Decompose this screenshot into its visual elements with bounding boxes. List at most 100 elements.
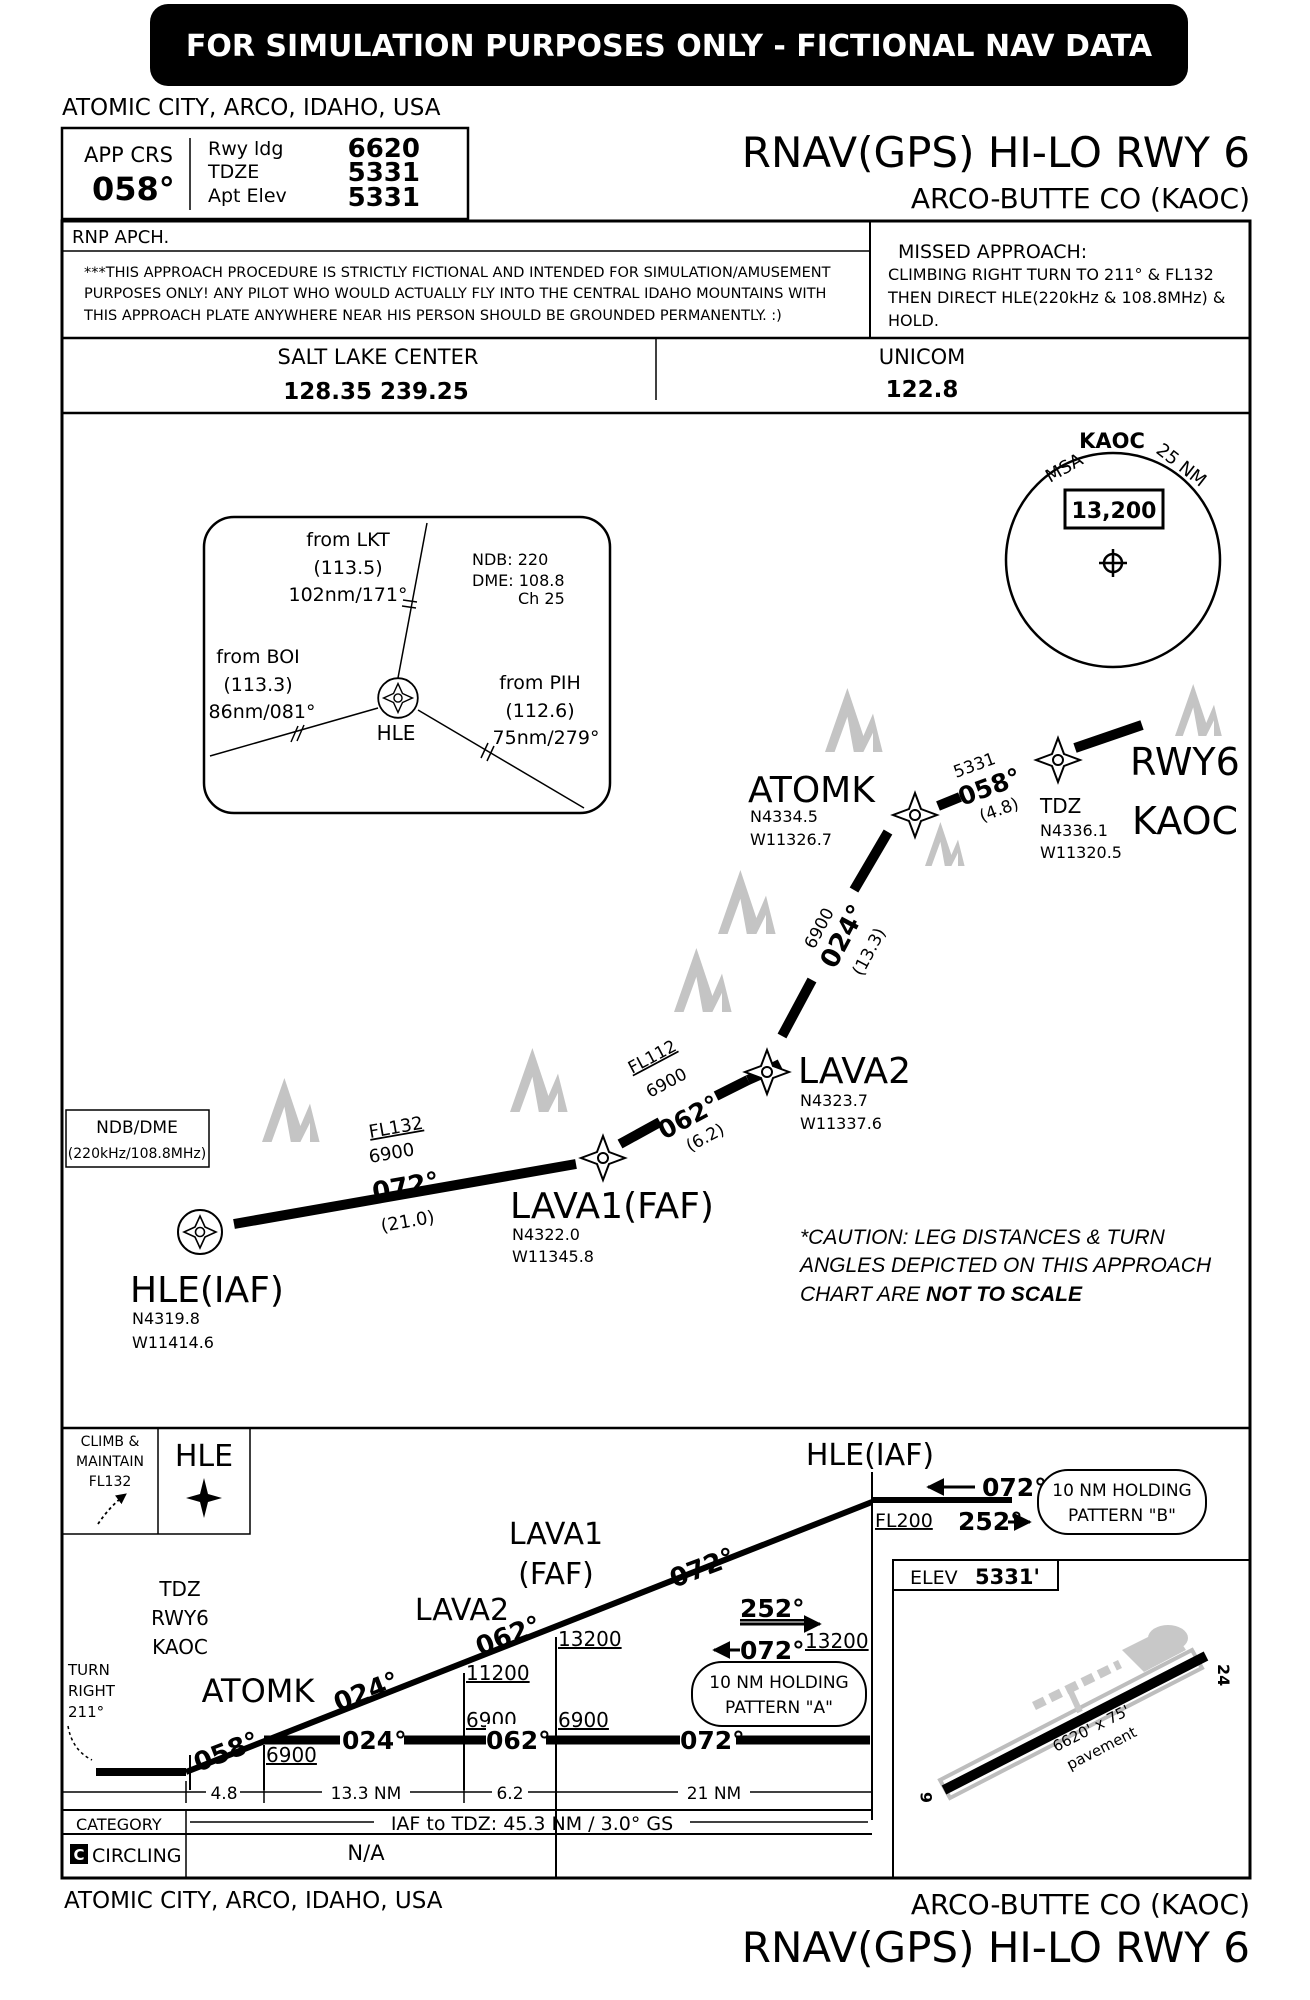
alt-6900-atomk: 6900 [266,1743,317,1767]
airport-ident: KAOC [1132,799,1238,843]
missed-approach-line-2: THEN DIRECT HLE(220kHz & 108.8MHz) & [887,288,1225,307]
hold-b-text-1: 10 NM HOLDING [1052,1481,1191,1501]
profile-view: CLIMB & MAINTAIN FL132 HLE HLE(IAF) 072°… [61,1427,1207,1878]
leg2-altitude: 6900 [643,1064,691,1102]
terrain-mark [262,1078,320,1142]
banner-text: FOR SIMULATION PURPOSES ONLY - FICTIONAL… [186,29,1153,64]
procedure-title: RNAV(GPS) HI-LO RWY 6 [742,128,1250,177]
ndb-dme-label: NDB/DME [96,1118,178,1138]
lava1-name: LAVA1(FAF) [510,1186,714,1227]
hold-b-fl: FL200 [875,1510,933,1532]
location-top: ATOMIC CITY, ARCO, IDAHO, USA [62,95,441,121]
rwy-ldg-value: 6620 [348,134,420,164]
profile-lava1-1: LAVA1 [509,1517,603,1552]
dist-21: 21 NM [687,1784,741,1804]
profile-tdz-3: KAOC [152,1635,208,1659]
caution-note: *CAUTION: LEG DISTANCES & TURN ANGLES DE… [798,1226,1212,1306]
inset-lkt-dist: 102nm/171° [289,584,408,606]
leg1-course: 072° [370,1167,441,1208]
rwy-ldg-label: Rwy ldg [208,138,283,160]
hle-lat: N4319.8 [132,1309,200,1328]
profile-hle-label: HLE [175,1439,233,1474]
circling-value: N/A [347,1841,385,1865]
climb-arrow-icon [97,1493,127,1525]
inset-from-boi: from BOI [216,646,300,668]
slope-course-058: 058° [190,1726,264,1778]
missed-approach-title: MISSED APPROACH: [898,241,1087,263]
unicom-frequency: 122.8 [886,377,959,403]
minima-table: CATEGORY IAF to TDZ: 45.3 NM / 3.0° GS C… [62,1809,872,1878]
runway-label: RWY6 [1130,740,1240,784]
climb-line-2: MAINTAIN [76,1454,144,1470]
airport-elev-value: 5331' [975,1565,1040,1589]
missed-approach-line-1: CLIMBING RIGHT TURN TO 211° & FL132 [888,265,1214,284]
footer-procedure-title: RNAV(GPS) HI-LO RWY 6 [742,1923,1250,1972]
climb-line-3: FL132 [89,1474,132,1490]
hold-a-text-1: 10 NM HOLDING [709,1673,848,1693]
low-course-062: 062° [486,1726,551,1755]
caution-line-3-text: CHART ARE [800,1283,926,1306]
atomk-waypoint-icon [892,792,938,838]
terrain-mark [718,870,776,934]
lava2-waypoint-icon [744,1049,790,1095]
rwy-end-6: 6 [917,1792,936,1803]
profile-hle-icon [186,1478,222,1518]
inset-dme-freq: DME: 108.8 [472,571,565,590]
hle-ndb-icon [177,1209,223,1255]
leg1-altitude: 6900 [367,1139,416,1168]
profile-lava1-2: (FAF) [518,1557,594,1592]
category-label: CATEGORY [76,1815,162,1834]
lava1-lon: W11345.8 [512,1247,594,1266]
circling-badge-letter: C [73,1846,84,1864]
caution-line-3: CHART ARE NOT TO SCALE [800,1283,1083,1306]
runway-06-24 [941,1651,1209,1795]
inset-hle-label: HLE [377,721,416,745]
tdz-lat: N4336.1 [1040,821,1108,840]
hle-iaf-name: HLE(IAF) [130,1270,284,1311]
center-name: SALT LAKE CENTER [278,345,479,369]
iaf-to-tdz: IAF to TDZ: 45.3 NM / 3.0° GS [391,1813,673,1835]
hold-a-text-2: PATTERN "A" [725,1698,833,1718]
slope-course-024: 024° [330,1666,404,1718]
caution-line-1: *CAUTION: LEG DISTANCES & TURN [800,1226,1166,1249]
atomk-lat: N4334.5 [750,807,818,826]
hold-a-outbound: 252° [740,1594,805,1623]
disclaimer-line-2: PURPOSES ONLY! ANY PILOT WHO WOULD ACTUA… [84,286,826,302]
caution-line-2: ANGLES DEPICTED ON THIS APPROACH [798,1254,1212,1277]
terrain-mark [1175,684,1222,736]
turn-line-3: 211° [68,1703,104,1721]
inset-boi-freq: (113.3) [223,674,292,696]
rwy-end-24: 24 [1214,1664,1233,1686]
lava1-lat: N4322.0 [512,1225,580,1244]
lava2-lat: N4323.7 [800,1091,868,1110]
profile-atomk: ATOMK [202,1672,316,1710]
inset-pih-freq: (112.6) [505,700,574,722]
tdz-lon: W11320.5 [1040,843,1122,862]
terrain-mark [674,948,732,1012]
unicom-name: UNICOM [879,345,966,369]
msa-center-icon [1099,549,1127,577]
hold-b-inbound: 072° [982,1473,1047,1502]
climb-line-1: CLIMB & [81,1434,140,1450]
lava1-waypoint-icon [580,1135,626,1181]
dist-4-8: 4.8 [210,1784,237,1804]
atomk-lon: W11326.7 [750,830,832,849]
profile-hle-iaf: HLE(IAF) [806,1438,934,1473]
hold-b-text-2: PATTERN "B" [1068,1506,1176,1526]
apt-elev-value: 5331 [348,183,420,213]
leg1-distance: (21.0) [379,1207,436,1237]
hle-lon: W11414.6 [132,1333,214,1352]
inset-from-lkt: from LKT [306,529,390,551]
low-course-072: 072° [680,1726,745,1755]
apt-elev-label: Apt Elev [208,185,287,207]
location-bottom: ATOMIC CITY, ARCO, IDAHO, USA [64,1888,443,1914]
terrain-mark [510,1048,568,1112]
plate-frame [60,219,1252,1880]
tdz-waypoint-icon [1035,737,1081,783]
ndb-dme-box [65,1109,210,1168]
terrain-mark [925,822,965,866]
hold-b-outbound: 252° [958,1507,1023,1536]
lava2-lon: W11337.6 [800,1114,882,1133]
tdze-label: TDZE [207,161,259,183]
inset-pih-dist: 75nm/279° [493,727,600,749]
